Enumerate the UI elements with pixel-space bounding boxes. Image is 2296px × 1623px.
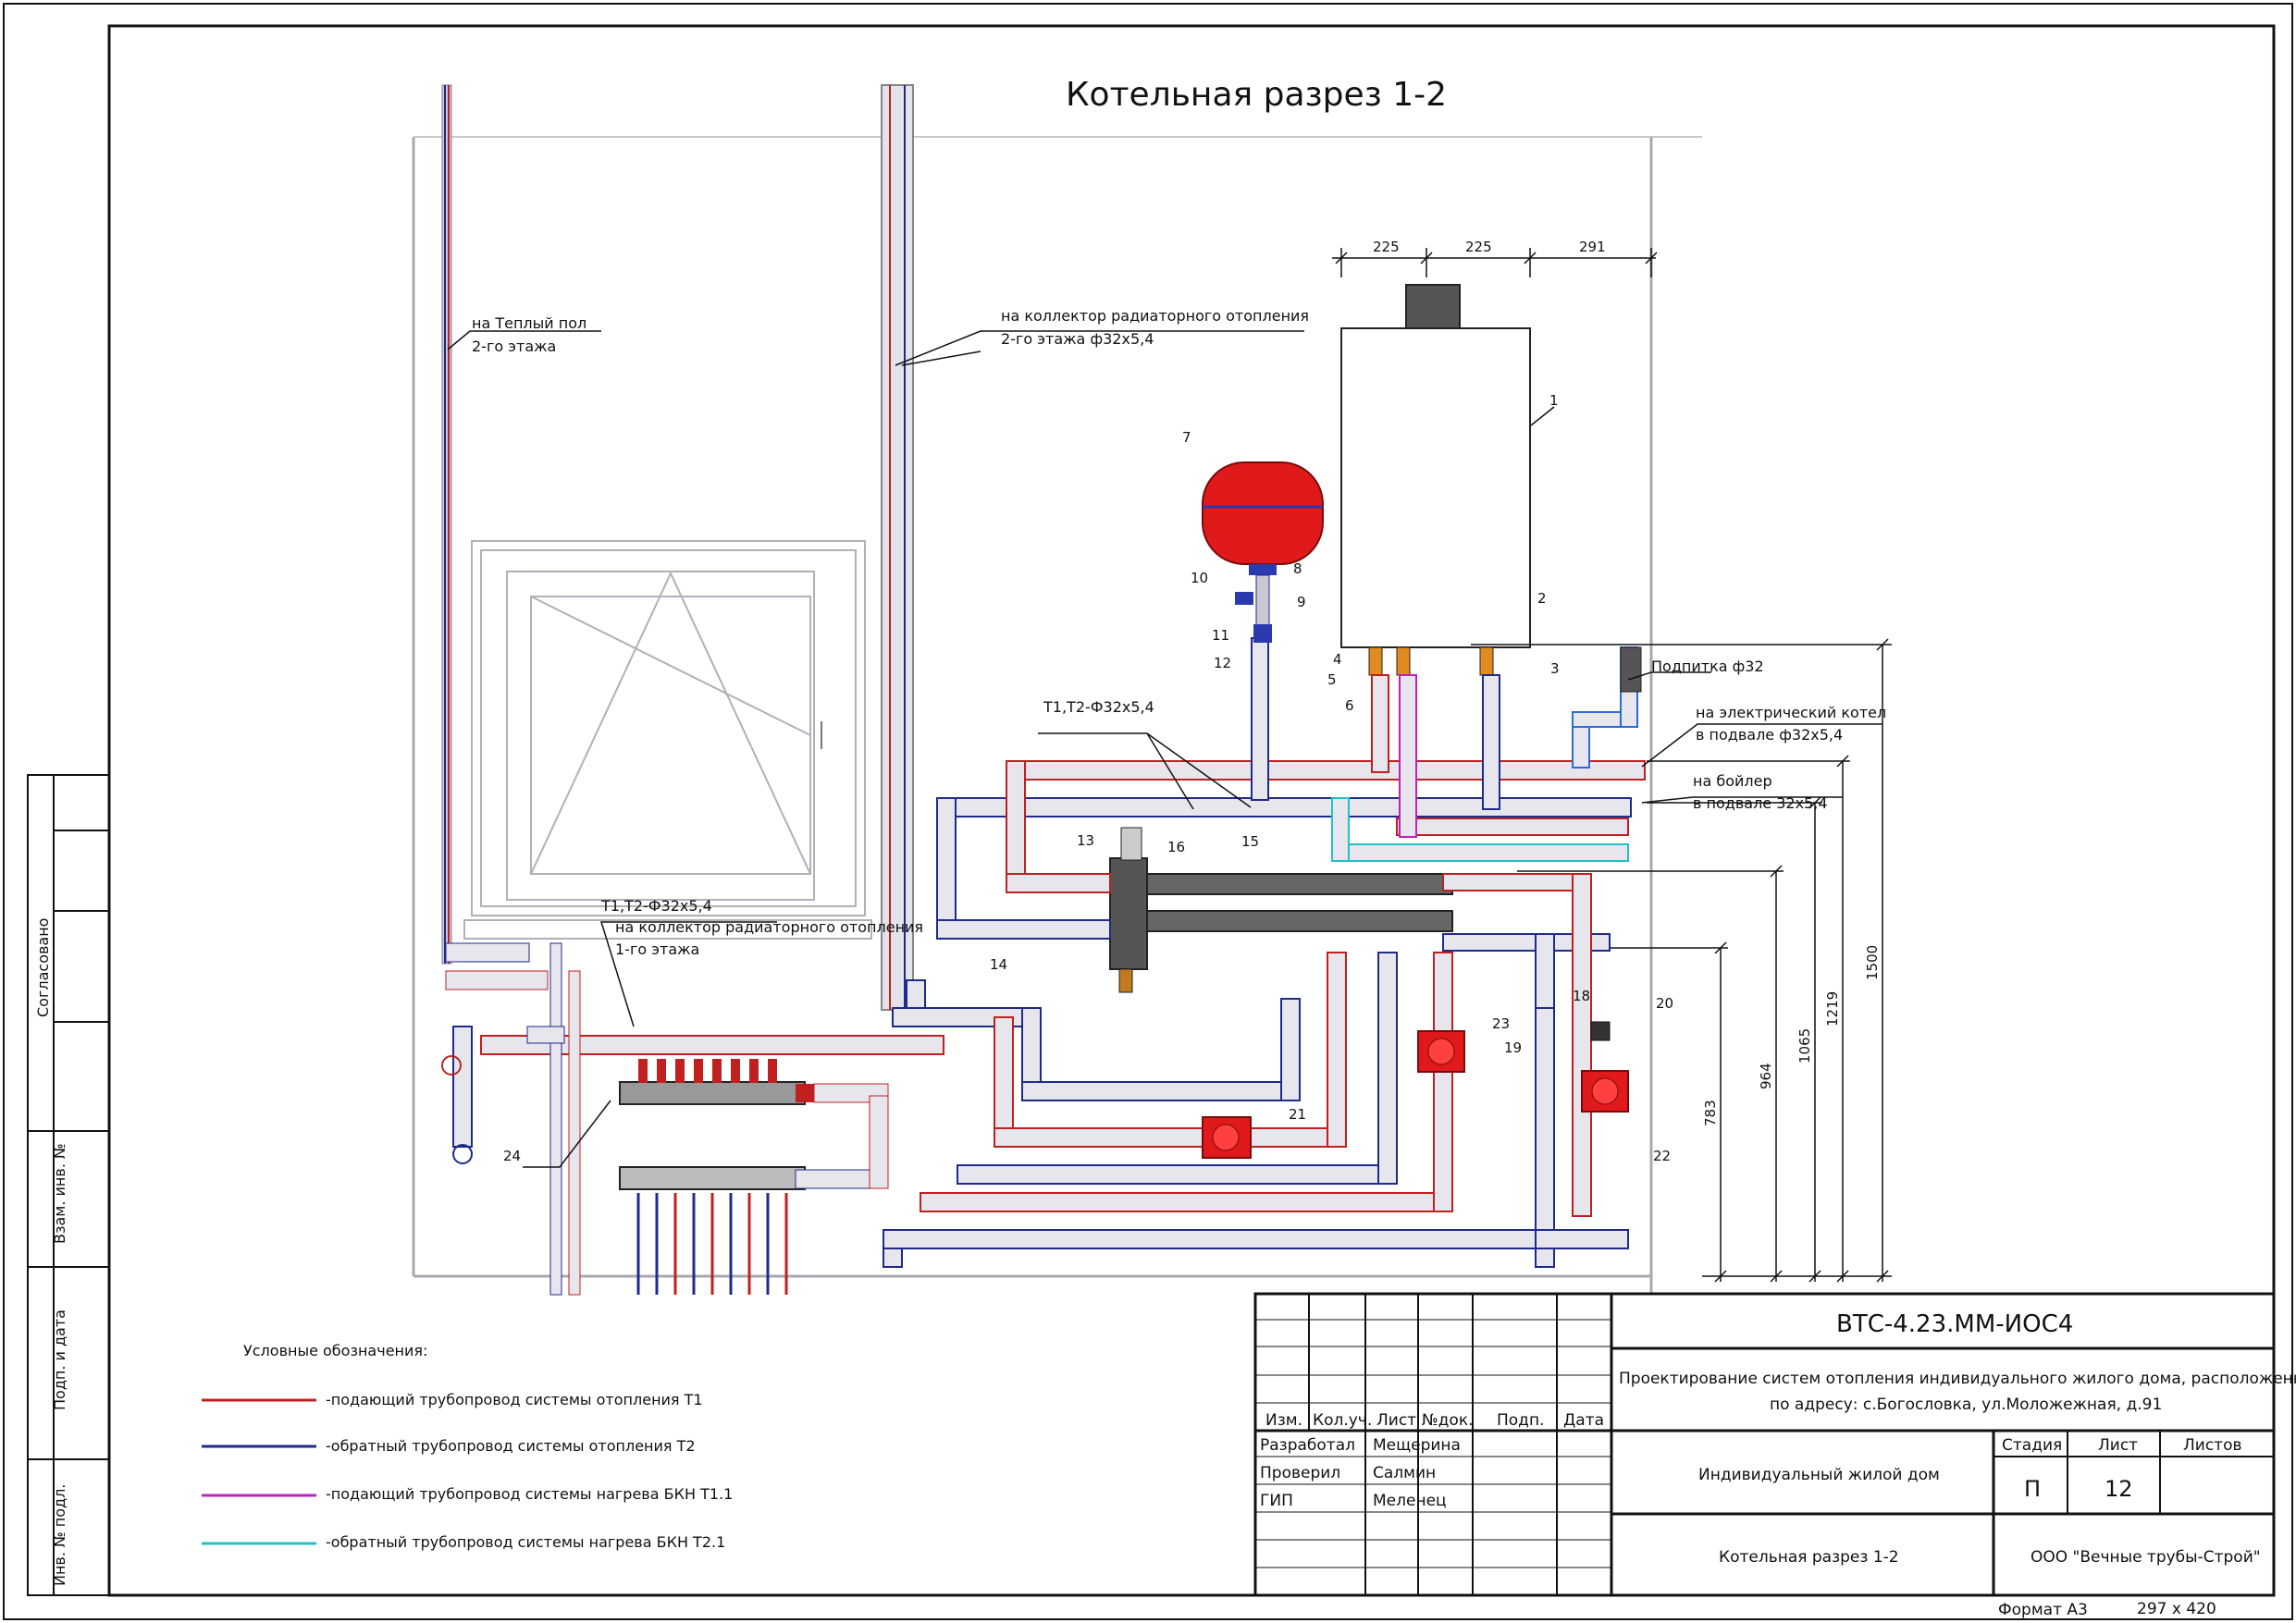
callout-7: 7 bbox=[1182, 429, 1191, 446]
leader-lines bbox=[447, 330, 1882, 1168]
tb-drawing: Котельная разрез 1-2 bbox=[1719, 1548, 1899, 1567]
tb-role-2: Проверил bbox=[1260, 1464, 1340, 1482]
floor-collector bbox=[445, 942, 944, 1296]
dim-right-1219: 1219 bbox=[1824, 991, 1841, 1027]
label-dhw-1: на бойлер bbox=[1693, 772, 1772, 790]
dim-top-3: 291 bbox=[1579, 239, 1606, 255]
tb-sheet-header: Лист bbox=[2098, 1436, 2138, 1455]
tb-sheet: 12 bbox=[2105, 1476, 2133, 1502]
side-stamp-replaced: Взам. инв. № bbox=[51, 1143, 68, 1244]
callout-4: 4 bbox=[1333, 651, 1342, 668]
tb-size: 297 х 420 bbox=[2137, 1600, 2216, 1618]
main-pipes bbox=[936, 637, 1646, 938]
legend-text-t11: -подающий трубопровод системы нагрева БК… bbox=[326, 1485, 733, 1503]
callout-2: 2 bbox=[1537, 590, 1547, 607]
callout-15: 15 bbox=[1241, 833, 1259, 850]
tb-object: Индивидуальный жилой дом bbox=[1698, 1466, 1940, 1484]
callout-24: 24 bbox=[503, 1148, 521, 1164]
tb-sheets-header: Листов bbox=[2183, 1436, 2242, 1455]
tb-project-2: по адресу: с.Богословка, ул.Моложежная, … bbox=[1770, 1396, 2162, 1414]
legend-text-t21: -обратный трубопровод системы нагрева БК… bbox=[326, 1533, 725, 1551]
side-stamp-inventory: Инв. № подл. bbox=[51, 1484, 68, 1586]
tb-head-list: Лист bbox=[1376, 1411, 1416, 1430]
pumps bbox=[1202, 1021, 1629, 1159]
callout-12: 12 bbox=[1214, 655, 1231, 671]
dim-right-1500: 1500 bbox=[1864, 945, 1881, 980]
label-rad2-1: на коллектор радиаторного отопления bbox=[1001, 307, 1309, 325]
legend-text-t2: -обратный трубопровод системы отопления … bbox=[326, 1437, 696, 1455]
tb-project-1: Проектирование систем отопления индивиду… bbox=[1619, 1370, 2296, 1388]
dim-top-1: 225 bbox=[1373, 239, 1400, 255]
callout-23: 23 bbox=[1492, 1015, 1510, 1032]
side-stamp-agreed: Согласовано bbox=[34, 918, 52, 1017]
window bbox=[463, 540, 872, 940]
callout-14: 14 bbox=[990, 956, 1007, 973]
tb-stage-header: Стадия bbox=[2002, 1436, 2062, 1455]
callout-19: 19 bbox=[1504, 1039, 1522, 1056]
dim-right-964: 964 bbox=[1758, 1063, 1774, 1089]
side-stamp-signature: Подп. и дата bbox=[51, 1309, 68, 1410]
callout-21: 21 bbox=[1289, 1106, 1306, 1123]
dim-right-1065: 1065 bbox=[1796, 1028, 1813, 1064]
dim-top-2: 225 bbox=[1465, 239, 1492, 255]
tb-format: Формат А3 bbox=[1998, 1601, 2088, 1619]
legend-title: Условные обозначения: bbox=[243, 1342, 427, 1359]
makeup-meter bbox=[1620, 646, 1642, 693]
callout-6: 6 bbox=[1345, 697, 1354, 714]
callout-16: 16 bbox=[1167, 839, 1185, 855]
tb-role-3: ГИП bbox=[1260, 1492, 1293, 1510]
label-warm-floor-1: на Теплый пол bbox=[472, 314, 586, 332]
callout-8: 8 bbox=[1293, 560, 1302, 577]
label-rad1-1: на коллектор радиаторного отопления bbox=[615, 918, 923, 936]
label-warm-floor-2: 2-го этажа bbox=[472, 338, 556, 355]
callout-20: 20 bbox=[1656, 995, 1673, 1012]
tb-name-2: Салмин bbox=[1373, 1464, 1436, 1482]
tb-role-1: Разработал bbox=[1260, 1436, 1355, 1455]
label-rad2-2: 2-го этажа ф32х5,4 bbox=[1001, 330, 1154, 348]
dim-right-783: 783 bbox=[1702, 1100, 1719, 1126]
tb-stage: П bbox=[2024, 1476, 2041, 1502]
tb-company: ООО "Вечные трубы-Строй" bbox=[2031, 1548, 2261, 1567]
tb-name-1: Мещерина bbox=[1373, 1436, 1461, 1455]
boiler bbox=[1340, 284, 1531, 676]
expansion-vessel bbox=[1202, 461, 1324, 643]
tb-name-3: Меленец bbox=[1373, 1492, 1447, 1510]
left-pipe-end bbox=[452, 1144, 473, 1164]
callout-3: 3 bbox=[1550, 660, 1560, 677]
hydraulic-manifold bbox=[1109, 827, 1453, 993]
legend-text-t1: -подающий трубопровод системы отопления … bbox=[326, 1391, 703, 1408]
tb-head-izm: Изм. bbox=[1265, 1411, 1302, 1430]
callout-18: 18 bbox=[1573, 988, 1590, 1004]
label-eboiler-1: на электрический котел bbox=[1696, 704, 1886, 721]
tb-head-date: Дата bbox=[1563, 1411, 1604, 1430]
callout-22: 22 bbox=[1653, 1148, 1671, 1164]
drawing-title: Котельная разрез 1-2 bbox=[1066, 76, 1447, 114]
callout-5: 5 bbox=[1327, 671, 1337, 688]
label-t1t2-lower: Т1,Т2-Ф32х5,4 bbox=[600, 897, 712, 915]
label-rad1-2: 1-го этажа bbox=[615, 941, 699, 958]
room-outline bbox=[412, 136, 1702, 1295]
callout-1: 1 bbox=[1549, 392, 1559, 409]
sheet-border bbox=[3, 3, 2293, 1620]
tb-head-doc: №док. bbox=[1422, 1411, 1474, 1430]
tb-code: ВТС-4.23.ММ-ИОС4 bbox=[1836, 1310, 2073, 1338]
title-block bbox=[1253, 1292, 2276, 1597]
callout-13: 13 bbox=[1077, 832, 1094, 849]
callout-9: 9 bbox=[1297, 594, 1306, 610]
label-makeup: Подпитка ф32 bbox=[1651, 658, 1764, 675]
label-t1t2-upper: Т1,Т2-Ф32х5,4 bbox=[1043, 698, 1154, 716]
side-stamp bbox=[27, 774, 110, 1596]
callout-11: 11 bbox=[1212, 627, 1229, 644]
left-pipe-end-2 bbox=[441, 1055, 462, 1076]
top-dimension bbox=[1332, 248, 1658, 277]
label-eboiler-2: в подвале ф32х5,4 bbox=[1696, 726, 1843, 744]
callout-10: 10 bbox=[1191, 570, 1208, 586]
label-dhw-2: в подвале 32х5,4 bbox=[1693, 794, 1828, 812]
tb-head-kol: Кол.уч. bbox=[1313, 1411, 1372, 1430]
tb-head-sign: Подп. bbox=[1497, 1411, 1544, 1430]
left-circuit bbox=[883, 873, 1629, 1268]
warm-floor-riser bbox=[441, 84, 452, 965]
rad-collector-riser bbox=[881, 84, 914, 1011]
